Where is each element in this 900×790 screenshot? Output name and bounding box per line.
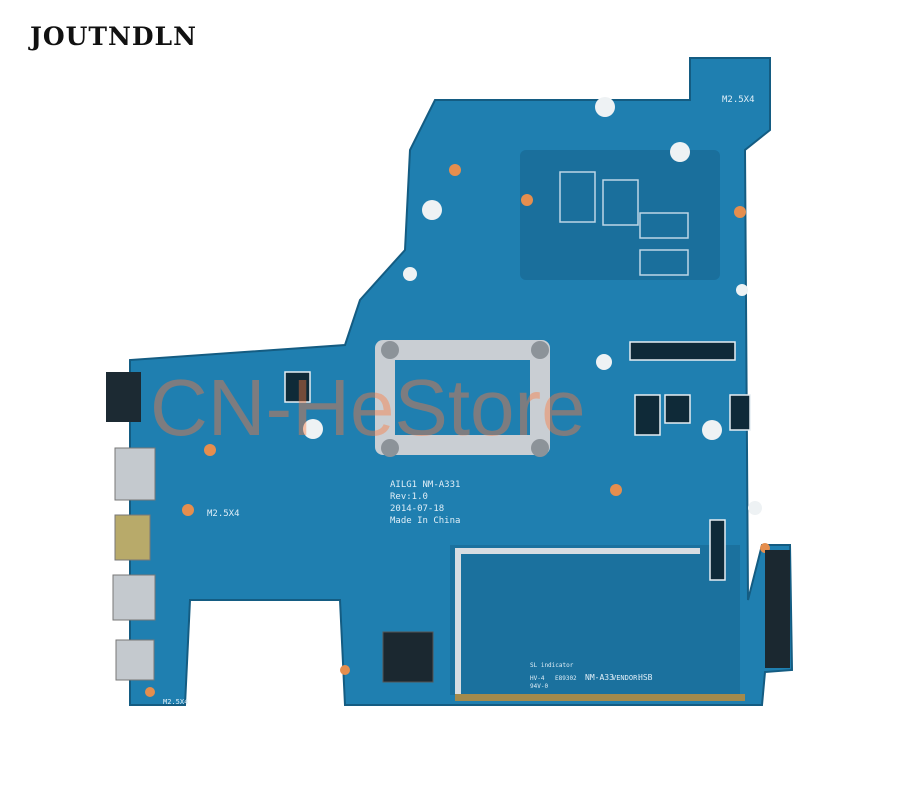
cert-line-3: E89302 xyxy=(555,675,577,682)
part-label: NM-A33 xyxy=(585,673,614,682)
vendor-code: HSB xyxy=(638,673,653,682)
cert-line-2: 94V-0 xyxy=(530,683,548,690)
sl-indicator-label: SL indicator xyxy=(530,662,574,669)
ram-chips xyxy=(559,171,689,276)
copper-pads xyxy=(145,164,770,697)
controller-chip xyxy=(382,631,434,683)
watermark-text: CN-HeStore xyxy=(150,363,586,452)
screw-label-top: M2.5X4 xyxy=(722,95,755,105)
mounting-holes xyxy=(303,97,762,515)
cpu-bracket xyxy=(375,340,550,457)
board-rev-label: Rev:1.0 xyxy=(390,492,428,502)
sata-connector xyxy=(765,550,790,668)
vendor-label: VENDOR: xyxy=(612,674,642,682)
ram-zone xyxy=(520,150,720,280)
lower-zone xyxy=(450,545,740,695)
brand-logo: JOUTNDLN xyxy=(30,22,197,51)
screw-label-bottom: M2.5X4 xyxy=(163,698,188,706)
cert-line-1: HV-4 xyxy=(530,675,545,682)
screw-label-left: M2.5X4 xyxy=(207,509,240,519)
flex-connectors xyxy=(284,341,751,581)
board-date-label: 2014-07-18 xyxy=(390,504,444,514)
board-origin-label: Made In China xyxy=(390,516,460,526)
io-ports xyxy=(106,372,156,681)
bottom-strip xyxy=(455,694,745,701)
board-model-label: AILG1 NM-A331 xyxy=(390,480,460,490)
